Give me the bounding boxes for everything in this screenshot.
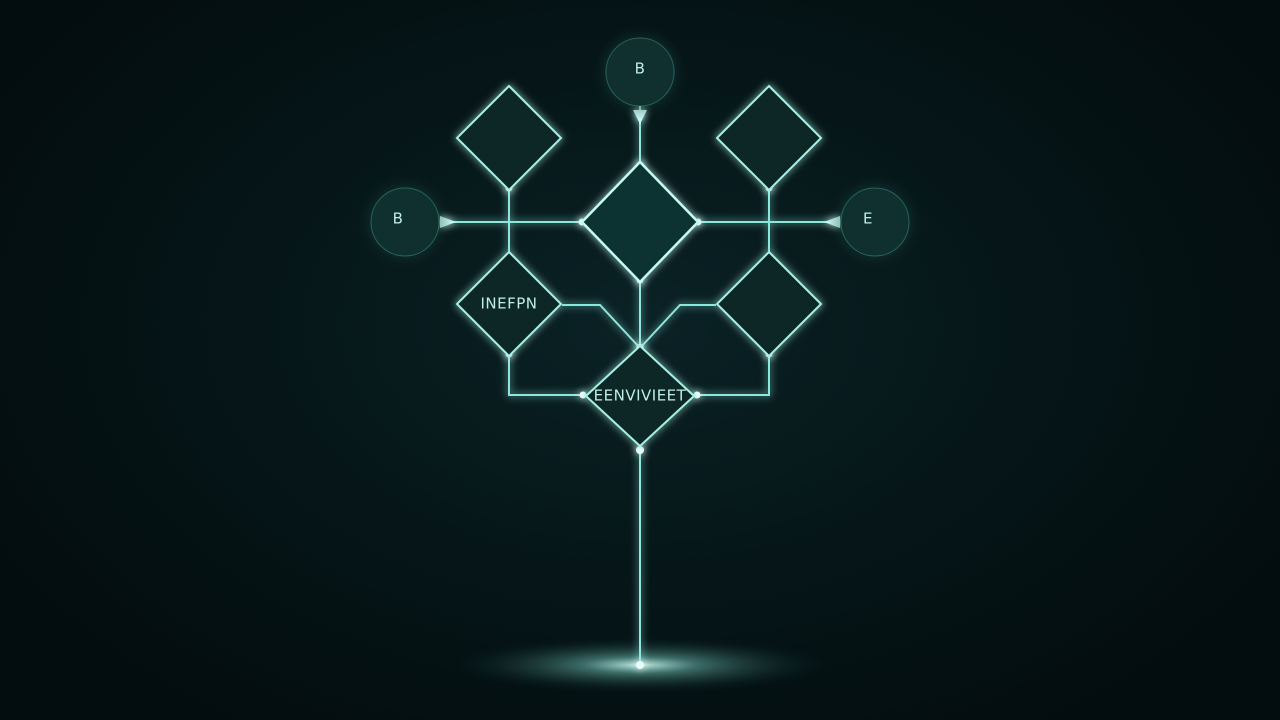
circle-node-right: E [827,174,923,270]
diamond-node-top-left [455,84,563,192]
circle-node-right-line-1: E [863,210,873,228]
circle-node-left-line-1: B [393,210,404,228]
connector-right-to-bottom [690,350,770,396]
circle-node-top-line-1: B [635,60,646,78]
diamond-node-top-right [715,84,823,192]
junction-point [636,446,644,454]
junction-point [636,661,644,669]
diamond-node-bottom-line-1: EENVIVIEET [594,387,687,405]
diamond-node-mid-left: INEFPN [455,250,563,358]
connector-midleft-to-center [562,304,641,349]
connector-left-to-bottom [508,350,590,396]
diamond-node-bottom: EENVIVIEET [584,344,696,448]
diamond-node-mid-left-line-1: INEFPN [480,295,537,313]
circle-node-top: B [592,24,688,120]
circle-node-left: B [357,174,453,270]
diamond-node-center [580,160,700,284]
junction-point [579,391,587,399]
junction-point [693,391,701,399]
connector-midright-to-center [639,304,716,349]
diamond-node-mid-right [715,250,823,358]
